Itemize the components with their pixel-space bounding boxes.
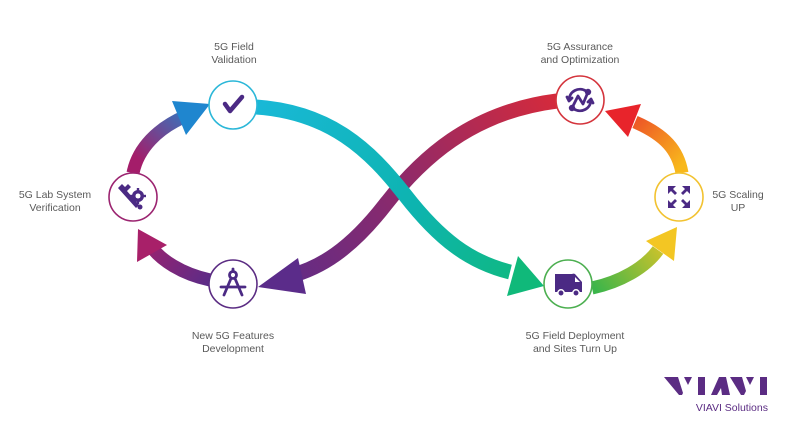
node-features	[208, 259, 258, 309]
drafting-compass-icon	[219, 267, 247, 297]
label-line: Development	[202, 342, 264, 355]
label-line: 5G Field Deployment	[525, 330, 625, 342]
label-assurance-optimization: 5G Assurance and Optimization	[525, 41, 635, 66]
label-line: 5G Lab System	[18, 189, 92, 201]
label-lab-system-verification: 5G Lab System Verification	[8, 189, 102, 214]
viavi-logo: VIAVI Solutions	[664, 375, 768, 414]
arrow-deployment-to-scaling	[590, 227, 677, 295]
node-scaling	[654, 172, 704, 222]
label-field-validation: 5G Field Validation	[190, 41, 278, 66]
label-line: Verification	[29, 201, 81, 214]
label-features-development: New 5G Features Development	[180, 330, 286, 355]
label-line: Validation	[211, 53, 257, 66]
label-line: and Optimization	[540, 53, 620, 66]
label-field-deployment: 5G Field Deployment and Sites Turn Up	[515, 330, 635, 355]
logo-subtitle: VIAVI Solutions	[695, 402, 768, 414]
label-line: and Sites Turn Up	[532, 342, 618, 355]
arrow-lab-to-validation	[126, 101, 210, 175]
label-line: 5G Field	[214, 41, 254, 53]
truck-icon	[555, 273, 582, 297]
checkmark-icon	[222, 94, 245, 114]
label-line: New 5G Features	[191, 330, 275, 342]
arrow-validation-to-deployment	[255, 99, 544, 296]
label-scaling-up: 5G Scaling UP	[708, 189, 768, 214]
arrow-scaling-to-assurance	[605, 104, 689, 175]
expand-arrows-icon	[668, 186, 690, 208]
arrow-features-to-lab	[137, 229, 212, 287]
trend-refresh-icon	[565, 87, 595, 113]
label-line: 5G Scaling	[712, 189, 764, 201]
viavi-wordmark	[664, 377, 767, 395]
label-line: 5G Assurance	[547, 41, 613, 53]
arrow-assurance-to-features	[258, 93, 558, 294]
wrench-gear-icon	[118, 184, 146, 210]
label-line: UP	[730, 201, 746, 214]
